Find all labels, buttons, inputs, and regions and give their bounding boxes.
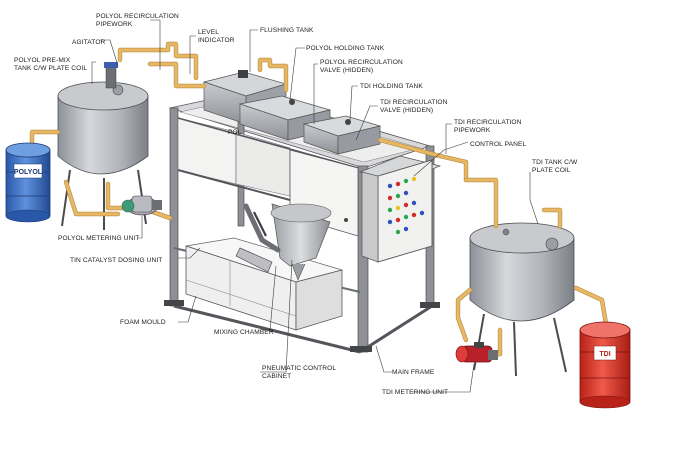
tdi-tank: [469, 222, 575, 377]
label-foam-mould: FOAM MOULD: [120, 319, 166, 326]
label-control-panel: CONTROL PANEL: [470, 141, 526, 148]
control-panel-buttons: [387, 176, 425, 235]
control-panel: [358, 155, 442, 263]
label-tdi-recirculation-valve: TDI RECIRCULATION VALVE (HIDDEN): [380, 99, 449, 114]
frame-marking: POL: [228, 129, 242, 136]
flushing-tank-motor: [238, 70, 248, 78]
callout-labels: POLYOL RECIRCULATION PIPEWORK AGITATOR L…: [14, 13, 579, 396]
panel-indicator: [387, 219, 393, 225]
label-level-indicator: LEVEL INDICATOR: [198, 29, 235, 44]
label-agitator: AGITATOR: [72, 39, 106, 46]
panel-indicator: [387, 195, 393, 201]
label-tdi-recirculation-pipework: TDI RECIRCULATION PIPEWORK: [454, 119, 523, 134]
panel-indicator: [395, 181, 401, 187]
panel-indicator: [403, 190, 409, 196]
label-polyol-recirculation-pipework: POLYOL RECIRCULATION PIPEWORK: [96, 13, 181, 28]
polyol-metering-unit: [121, 195, 162, 216]
panel-indicator: [403, 202, 409, 208]
leader-lines: [91, 19, 539, 393]
panel-indicator: [387, 183, 393, 189]
panel-indicator: [403, 226, 409, 232]
label-mixing-chamber: MIXING CHAMBER: [214, 329, 274, 336]
panel-indicator: [411, 212, 417, 218]
tdi-drum-label: TDI: [599, 351, 610, 358]
mixing-chamber: [235, 203, 332, 281]
label-tin-catalyst-dosing-unit: TIN CATALYST DOSING UNIT: [70, 257, 162, 264]
panel-indicator: [395, 217, 401, 223]
frame-foot: [420, 302, 440, 308]
panel-indicator: [403, 214, 409, 220]
label-polyol-metering-unit: POLYOL METERING UNIT: [58, 235, 140, 242]
frame-foot: [350, 346, 372, 352]
panel-indicator: [395, 205, 401, 211]
polyol-pump-head: [121, 199, 135, 213]
panel-indicator: [411, 176, 417, 182]
tdi-drum: TDI: [579, 321, 631, 409]
label-polyol-premix-tank: POLYOL PRE-MIX TANK C/W PLATE COIL: [14, 57, 87, 72]
holding-tank-motor: [289, 99, 295, 105]
polyol-drum-label: POLYOL: [14, 169, 43, 176]
label-pneumatic-control-cabinet: PNEUMATIC CONTROL CABINET: [262, 365, 338, 380]
agitator-motor: [105, 65, 117, 89]
tdi-holding-tank: [302, 115, 382, 155]
label-tdi-metering-unit: TDI METERING UNIT: [382, 389, 448, 396]
label-tdi-tank: TDI TANK C/W PLATE COIL: [532, 159, 579, 174]
panel-indicator: [395, 193, 401, 199]
tdi-holding-tank-motor: [345, 119, 351, 125]
agitator-gearbox: [104, 62, 118, 68]
label-tdi-holding-tank: TDI HOLDING TANK: [360, 83, 423, 90]
panel-indicator: [403, 178, 409, 184]
polyol-drum: POLYOL: [5, 142, 51, 223]
frame-post-left-front: [169, 107, 179, 307]
panel-indicator: [395, 229, 401, 235]
label-main-frame: MAIN FRAME: [392, 369, 435, 376]
panel-indicator: [387, 207, 393, 213]
tdi-metering-unit: [455, 342, 498, 363]
label-polyol-recirculation-valve: POLYOL RECIRCULATION VALVE (HIDDEN): [320, 59, 405, 74]
panel-indicator: [419, 210, 425, 216]
label-flushing-tank: FLUSHING TANK: [260, 27, 314, 34]
label-polyol-holding-tank: POLYOL HOLDING TANK: [306, 45, 385, 52]
cabinet-door-lock: [344, 218, 348, 222]
panel-indicator: [411, 200, 417, 206]
frame-foot: [164, 300, 184, 306]
polyol-premix-tank: [57, 62, 149, 230]
